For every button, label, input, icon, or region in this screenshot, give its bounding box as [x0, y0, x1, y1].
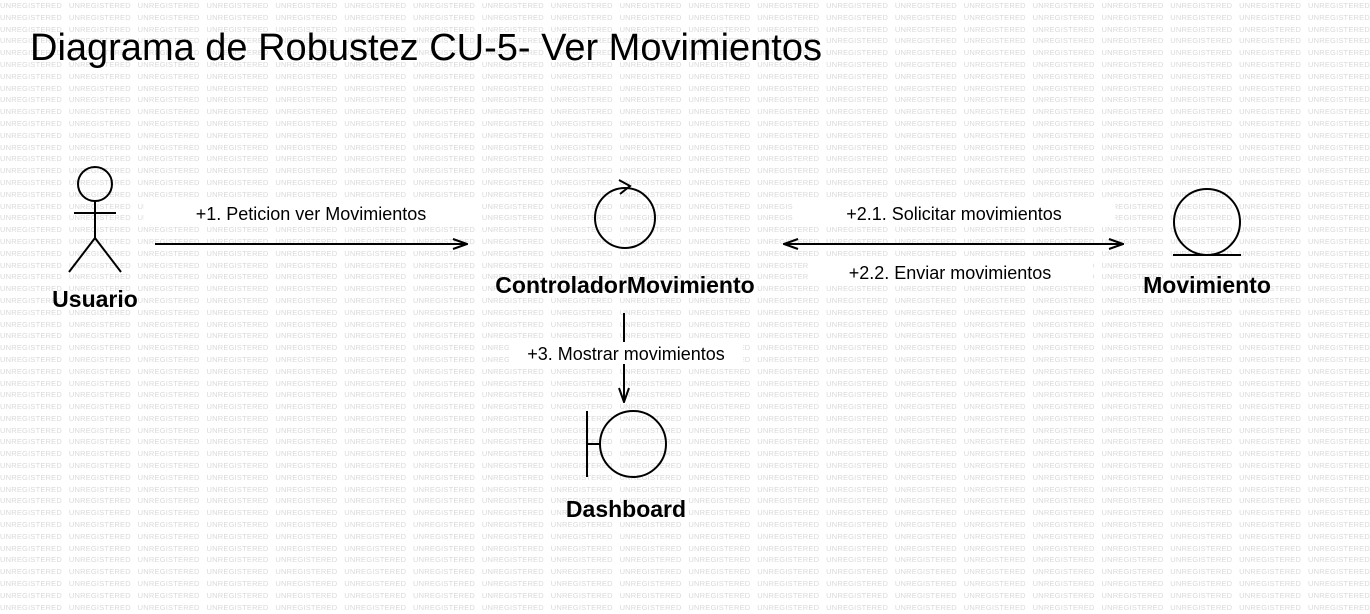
- boundary-dashboard[interactable]: Dashboard: [566, 410, 686, 522]
- entity-movimiento[interactable]: Movimiento: [1143, 188, 1271, 298]
- message-2-1-label-bg: [793, 202, 1115, 224]
- message-2-2-label: +2.2. Enviar movimientos: [849, 263, 1052, 283]
- message-1-label: +1. Peticion ver Movimientos: [196, 204, 427, 224]
- actor-icon: [68, 166, 122, 273]
- message-1-label-bg: [144, 202, 480, 224]
- message-1[interactable]: +1. Peticion ver Movimientos: [144, 202, 480, 244]
- actor-usuario[interactable]: Usuario: [52, 166, 138, 312]
- entity-icon: [1173, 188, 1241, 256]
- message-2-1[interactable]: +2.1. Solicitar movimientos: [793, 202, 1115, 224]
- entity-label: Movimiento: [1143, 272, 1271, 298]
- message-3[interactable]: +3. Mostrar movimientos: [509, 313, 743, 402]
- actor-label: Usuario: [52, 286, 138, 312]
- message-2-2[interactable]: +2.2. Enviar movimientos: [808, 262, 1093, 284]
- message-3-label-bg: [509, 342, 743, 364]
- message-2-2-label-bg: [808, 262, 1093, 284]
- message-3-label: +3. Mostrar movimientos: [527, 344, 725, 364]
- boundary-label: Dashboard: [566, 496, 686, 522]
- control-icon: [594, 179, 656, 249]
- control-label: ControladorMovimiento: [495, 272, 754, 298]
- message-2-1-label: +2.1. Solicitar movimientos: [846, 204, 1062, 224]
- diagram-title: Diagrama de Robustez CU-5- Ver Movimient…: [30, 27, 822, 69]
- boundary-icon: [586, 410, 667, 478]
- control-controlador-movimiento[interactable]: ControladorMovimiento: [495, 179, 755, 298]
